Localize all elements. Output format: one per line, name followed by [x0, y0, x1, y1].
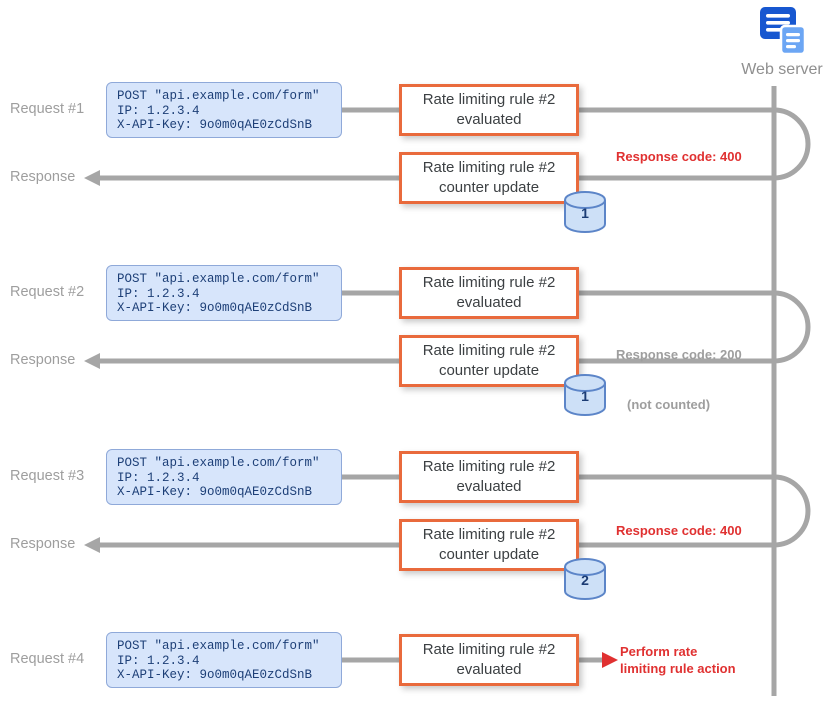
rule-box-line2: evaluated	[456, 661, 522, 678]
rule-box-line2: evaluated	[456, 478, 522, 495]
annotation-response1-code: Response code: 400	[616, 149, 742, 164]
counter-database-2: 1	[562, 373, 608, 419]
annotation-response2-not-counted: (not counted)	[627, 397, 711, 412]
server-turnaround-arc-3	[773, 474, 811, 548]
side-label-response-1: Response	[10, 169, 76, 185]
rule-box-line2: evaluated	[456, 111, 522, 128]
counter-value: 1	[581, 205, 589, 221]
side-label-request-3: Request #3	[10, 468, 85, 484]
request4-blocked-arrowhead	[602, 652, 618, 668]
request-line-ip: IP: 1.2.3.4	[117, 103, 200, 118]
server-label: Web server	[741, 61, 823, 78]
rule-counter-update-box-3: Rate limiting rule #2 counter update	[399, 519, 579, 571]
database-cylinder-icon	[564, 558, 606, 600]
annotation-rule-action: Perform rate limiting rule action	[620, 643, 736, 677]
rule-box-line2: counter update	[438, 546, 540, 563]
rule-box-line1: Rate limiting rule #2	[422, 458, 556, 475]
server-turnaround-arc-2	[773, 290, 811, 364]
request-card-1: POST "api.example.com/form" IP: 1.2.3.4 …	[106, 82, 342, 138]
rule-box-line1: Rate limiting rule #2	[422, 526, 556, 543]
annotation-rule-action-line2: limiting rule action	[620, 661, 736, 676]
request-line-api-key: X-API-Key: 9o0m0qAE0zCdSnB	[117, 301, 313, 315]
side-label-request-2: Request #2	[10, 284, 85, 300]
rule-box-line1: Rate limiting rule #2	[422, 641, 556, 658]
database-cylinder-icon	[564, 191, 606, 233]
response3-arrowhead	[84, 537, 100, 553]
rule-box-line1: Rate limiting rule #2	[422, 159, 556, 176]
side-label-response-3: Response	[10, 536, 76, 552]
rule-box-line2: evaluated	[456, 294, 522, 311]
annotation-response3-code: Response code: 400	[616, 523, 742, 538]
request-line-api-key: X-API-Key: 9o0m0qAE0zCdSnB	[117, 485, 313, 499]
rule-box-line2: counter update	[438, 362, 540, 379]
rule-box-line1: Rate limiting rule #2	[422, 274, 556, 291]
rule-box-line1: Rate limiting rule #2	[422, 91, 556, 108]
request-line-method: POST "api.example.com/form"	[117, 456, 320, 470]
request-card-2: POST "api.example.com/form" IP: 1.2.3.4 …	[106, 265, 342, 321]
response1-arrowhead	[84, 170, 100, 186]
rule-counter-update-box-1: Rate limiting rule #2 counter update	[399, 152, 579, 204]
counter-database-3: 2	[562, 557, 608, 603]
side-label-request-1: Request #1	[10, 101, 85, 117]
server-turnaround-arc-1	[773, 107, 811, 181]
request-line-api-key: X-API-Key: 9o0m0qAE0zCdSnB	[117, 118, 313, 132]
request-card-3: POST "api.example.com/form" IP: 1.2.3.4 …	[106, 449, 342, 505]
counter-value: 2	[581, 572, 589, 588]
web-server: Web server	[718, 5, 838, 79]
request-line-ip: IP: 1.2.3.4	[117, 470, 200, 485]
request-line-api-key: X-API-Key: 9o0m0qAE0zCdSnB	[117, 668, 313, 682]
request-card-4: POST "api.example.com/form" IP: 1.2.3.4 …	[106, 632, 342, 688]
request-line-method: POST "api.example.com/form"	[117, 89, 320, 103]
response2-arrowhead	[84, 353, 100, 369]
rule-box-line1: Rate limiting rule #2	[422, 342, 556, 359]
rule-box-line2: counter update	[438, 179, 540, 196]
rule-evaluated-box-1: Rate limiting rule #2 evaluated	[399, 84, 579, 136]
side-label-request-4: Request #4	[10, 651, 85, 667]
request-line-ip: IP: 1.2.3.4	[117, 653, 200, 668]
counter-database-1: 1	[562, 190, 608, 236]
rule-evaluated-box-3: Rate limiting rule #2 evaluated	[399, 451, 579, 503]
server-stack-icon	[760, 7, 807, 56]
request-line-ip: IP: 1.2.3.4	[117, 286, 200, 301]
counter-value: 1	[581, 388, 589, 404]
annotation-rule-action-line1: Perform rate	[620, 644, 698, 659]
annotation-response2-code: Response code: 200	[616, 347, 742, 362]
database-cylinder-icon	[564, 374, 606, 416]
rule-evaluated-box-4: Rate limiting rule #2 evaluated	[399, 634, 579, 686]
request-line-method: POST "api.example.com/form"	[117, 272, 320, 286]
side-label-response-2: Response	[10, 352, 76, 368]
request-line-method: POST "api.example.com/form"	[117, 639, 320, 653]
rule-evaluated-box-2: Rate limiting rule #2 evaluated	[399, 267, 579, 319]
rule-counter-update-box-2: Rate limiting rule #2 counter update	[399, 335, 579, 387]
